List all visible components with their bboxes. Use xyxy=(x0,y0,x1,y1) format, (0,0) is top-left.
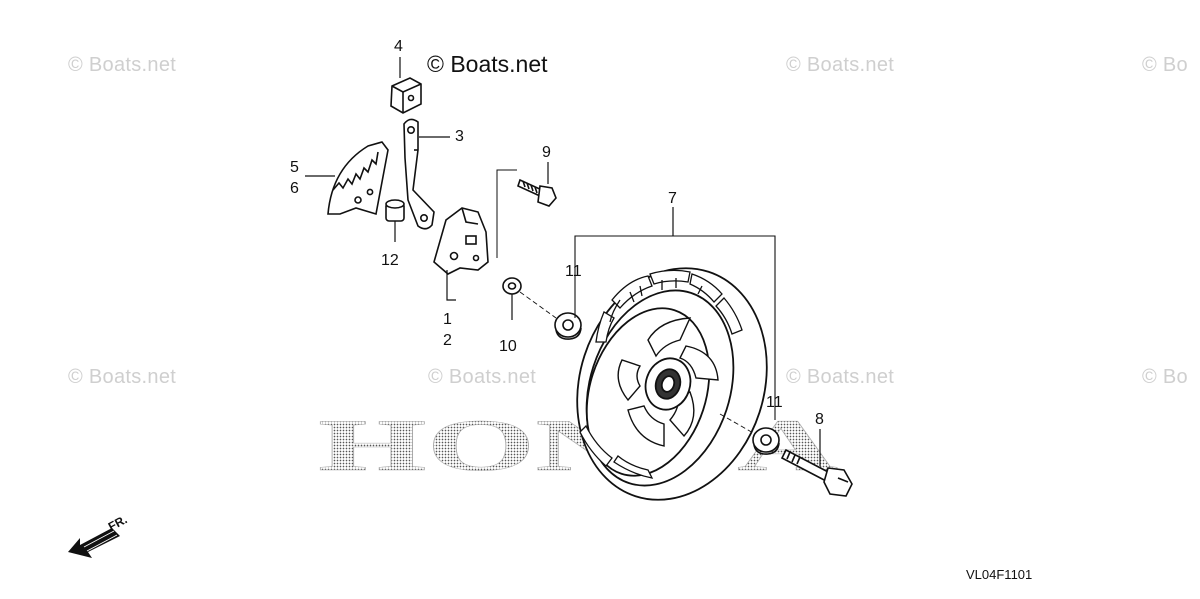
part-11-bearing-lower xyxy=(752,427,780,455)
part-8-axle-bolt xyxy=(780,448,853,497)
part-10-nut xyxy=(502,277,522,295)
watermark-mid-center: © Boats.net xyxy=(428,366,537,388)
part-5-6-sector-plate xyxy=(327,141,389,216)
watermark-top-left: © Boats.net xyxy=(68,54,177,76)
callout-3: 3 xyxy=(455,128,464,145)
part-11-bearing-upper xyxy=(554,312,582,340)
bracket-line-7-11 xyxy=(574,235,776,420)
callout-6: 6 xyxy=(290,180,299,197)
part-3-lever xyxy=(403,118,435,230)
part-12-collar xyxy=(385,199,405,222)
watermark-mid-left: © Boats.net xyxy=(68,366,177,388)
callout-10: 10 xyxy=(499,338,517,355)
callout-12: 12 xyxy=(381,252,399,269)
part-1-2-bracket xyxy=(433,207,489,275)
axis-line-upper xyxy=(519,291,557,319)
watermark-top-edge: © Bo xyxy=(1142,54,1188,76)
callout-9: 9 xyxy=(542,144,551,161)
diagram-code: VL04F1101 xyxy=(966,567,1033,582)
watermark-mid-right: © Boats.net xyxy=(786,366,895,388)
watermark-top-right: © Boats.net xyxy=(786,54,895,76)
callout-11-upper: 11 xyxy=(565,263,582,280)
front-arrow-icon xyxy=(68,528,120,558)
callout-4: 4 xyxy=(394,38,403,55)
part-4-cap xyxy=(390,77,422,114)
watermark-main: © Boats.net xyxy=(427,51,548,77)
callout-1: 1 xyxy=(443,311,452,328)
callout-8: 8 xyxy=(815,411,824,428)
part-9-bolt xyxy=(517,178,557,207)
leader-1-2 xyxy=(446,270,456,301)
callout-7: 7 xyxy=(668,190,677,207)
watermark-mid-edge: © Bo xyxy=(1142,366,1188,388)
bracket-line-9 xyxy=(496,169,517,258)
callout-5: 5 xyxy=(290,159,299,176)
axis-line-lower xyxy=(719,413,756,435)
callout-11-lower: 11 xyxy=(766,394,783,411)
part-7-wheel xyxy=(576,267,768,501)
callout-2: 2 xyxy=(443,332,452,349)
